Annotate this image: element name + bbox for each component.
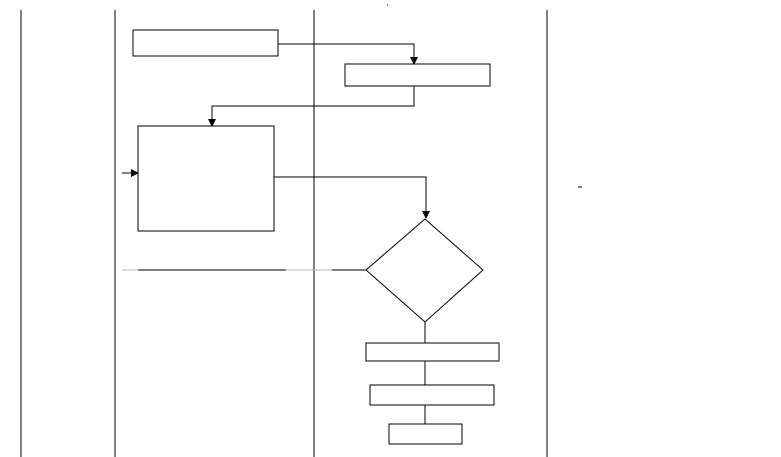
step-1-box[interactable] <box>132 29 279 57</box>
connector-arrow <box>208 86 415 127</box>
connector-arrow <box>274 176 430 219</box>
step-5-box[interactable] <box>369 384 495 406</box>
step-3-box[interactable] <box>137 125 275 232</box>
step-4-box[interactable] <box>365 342 500 362</box>
decision-diamond[interactable] <box>365 218 484 323</box>
step-6-box[interactable] <box>388 423 463 445</box>
connector-arrow <box>278 43 418 65</box>
step-2-box[interactable] <box>344 63 491 87</box>
